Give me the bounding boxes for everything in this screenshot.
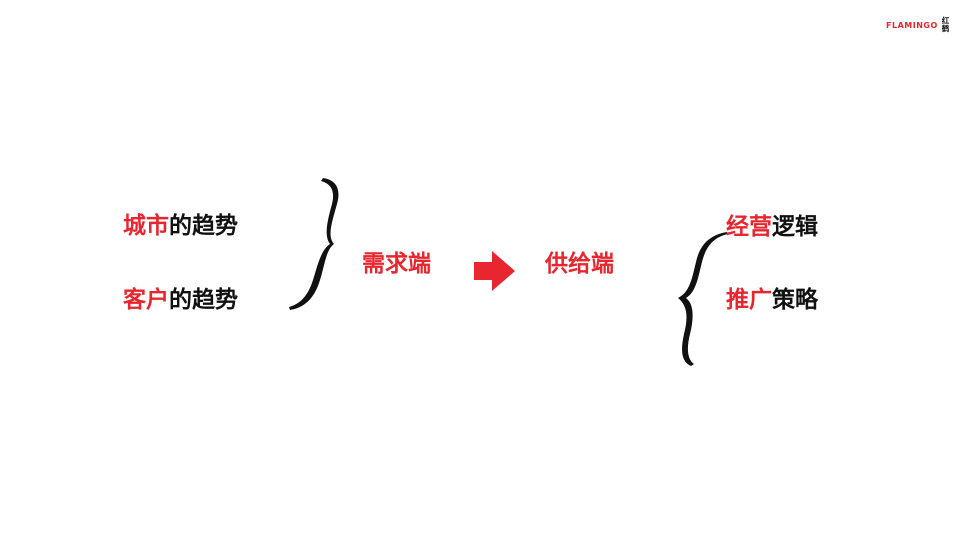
logo-chinese: 红鹤 xyxy=(941,16,950,33)
demand-label: 需求端 xyxy=(362,251,431,277)
left-item-city-trend: 城市的趋势 xyxy=(123,215,238,238)
right-curly-brace-icon xyxy=(289,178,339,310)
left-item-customer-trend: 客户的趋势 xyxy=(123,289,238,312)
left-item-rest: 的趋势 xyxy=(169,287,238,313)
supply-label: 供给端 xyxy=(545,251,614,277)
right-item-rest: 策略 xyxy=(772,287,818,313)
right-item-promotion-strategy: 推广策略 xyxy=(726,289,818,312)
brand-logo: FLAMINGO 红鹤 xyxy=(886,14,952,36)
left-item-highlight: 城市 xyxy=(123,213,169,239)
logo-wordmark: FLAMINGO xyxy=(886,20,938,30)
right-item-highlight: 经营 xyxy=(726,214,772,240)
right-item-operation-logic: 经营逻辑 xyxy=(726,216,818,239)
left-item-rest: 的趋势 xyxy=(169,213,238,239)
right-item-highlight: 推广 xyxy=(726,287,772,313)
right-arrow-icon xyxy=(474,251,515,291)
left-curly-brace-icon xyxy=(678,232,728,366)
left-item-highlight: 客户 xyxy=(123,287,169,313)
right-item-rest: 逻辑 xyxy=(772,214,818,240)
